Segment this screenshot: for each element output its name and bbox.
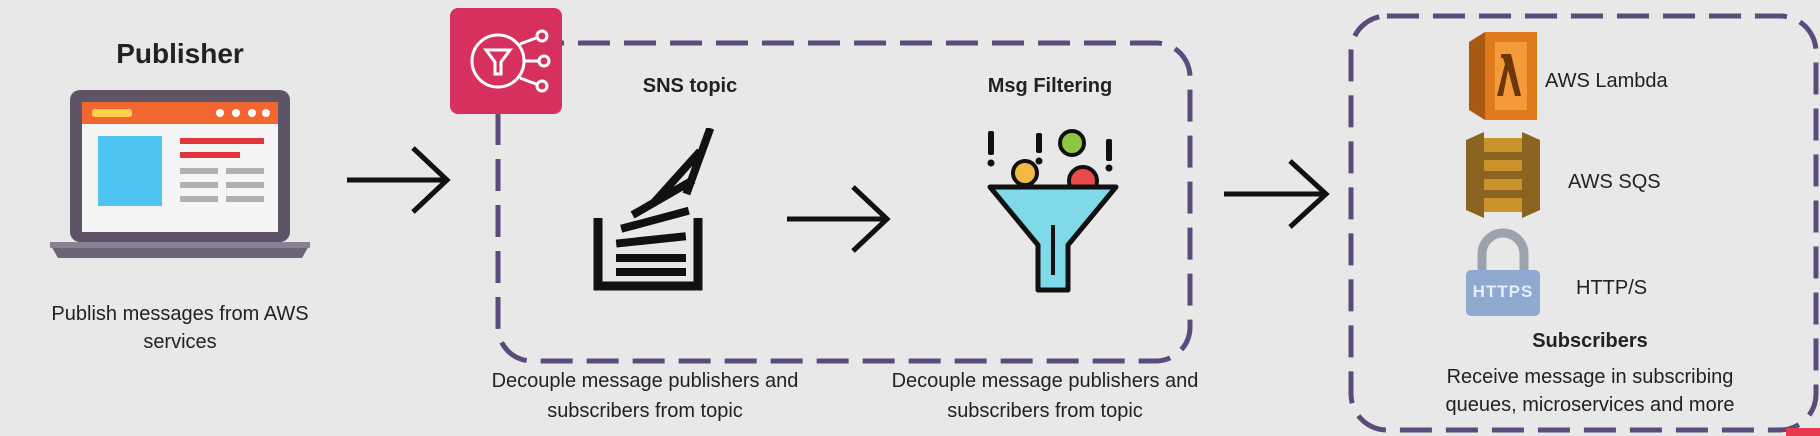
http-label: HTTP/S <box>1576 277 1648 299</box>
laptop-icon <box>50 90 310 258</box>
https-lock-icon: HTTPS <box>1462 228 1544 320</box>
https-icon-text: HTTPS <box>1472 282 1534 301</box>
publisher-caption: Publish messages from AWS services <box>51 303 309 353</box>
msg-filtering-title: Msg Filtering <box>987 75 1113 97</box>
subscribers-title: Subscribers <box>1532 330 1648 352</box>
aws-lambda-icon <box>1469 32 1537 120</box>
msg-filtering-caption: Decouple message publishers and subscrib… <box>891 370 1199 422</box>
funnel-filter-icon <box>987 129 1119 293</box>
aws-sqs-icon <box>1466 132 1540 218</box>
publisher-title: Publisher <box>116 38 244 69</box>
arrow-right-icon <box>347 146 451 214</box>
arrow-right-icon <box>1224 159 1330 229</box>
aws-lambda-label: AWS Lambda <box>1545 70 1668 92</box>
sns-topic-caption: Decouple message publishers and subscrib… <box>491 370 799 422</box>
sns-topic-title: SNS topic <box>642 75 738 97</box>
subscribers-container <box>1348 13 1819 433</box>
aws-sqs-label: AWS SQS <box>1568 171 1661 193</box>
corner-marker <box>1786 428 1820 436</box>
aws-sns-icon <box>450 8 562 114</box>
topic-stack-icon <box>593 128 715 291</box>
sns-topic-container <box>495 40 1193 364</box>
subscribers-caption: Receive message in subscribing queues, m… <box>1445 366 1735 416</box>
arrow-right-icon <box>787 185 891 253</box>
